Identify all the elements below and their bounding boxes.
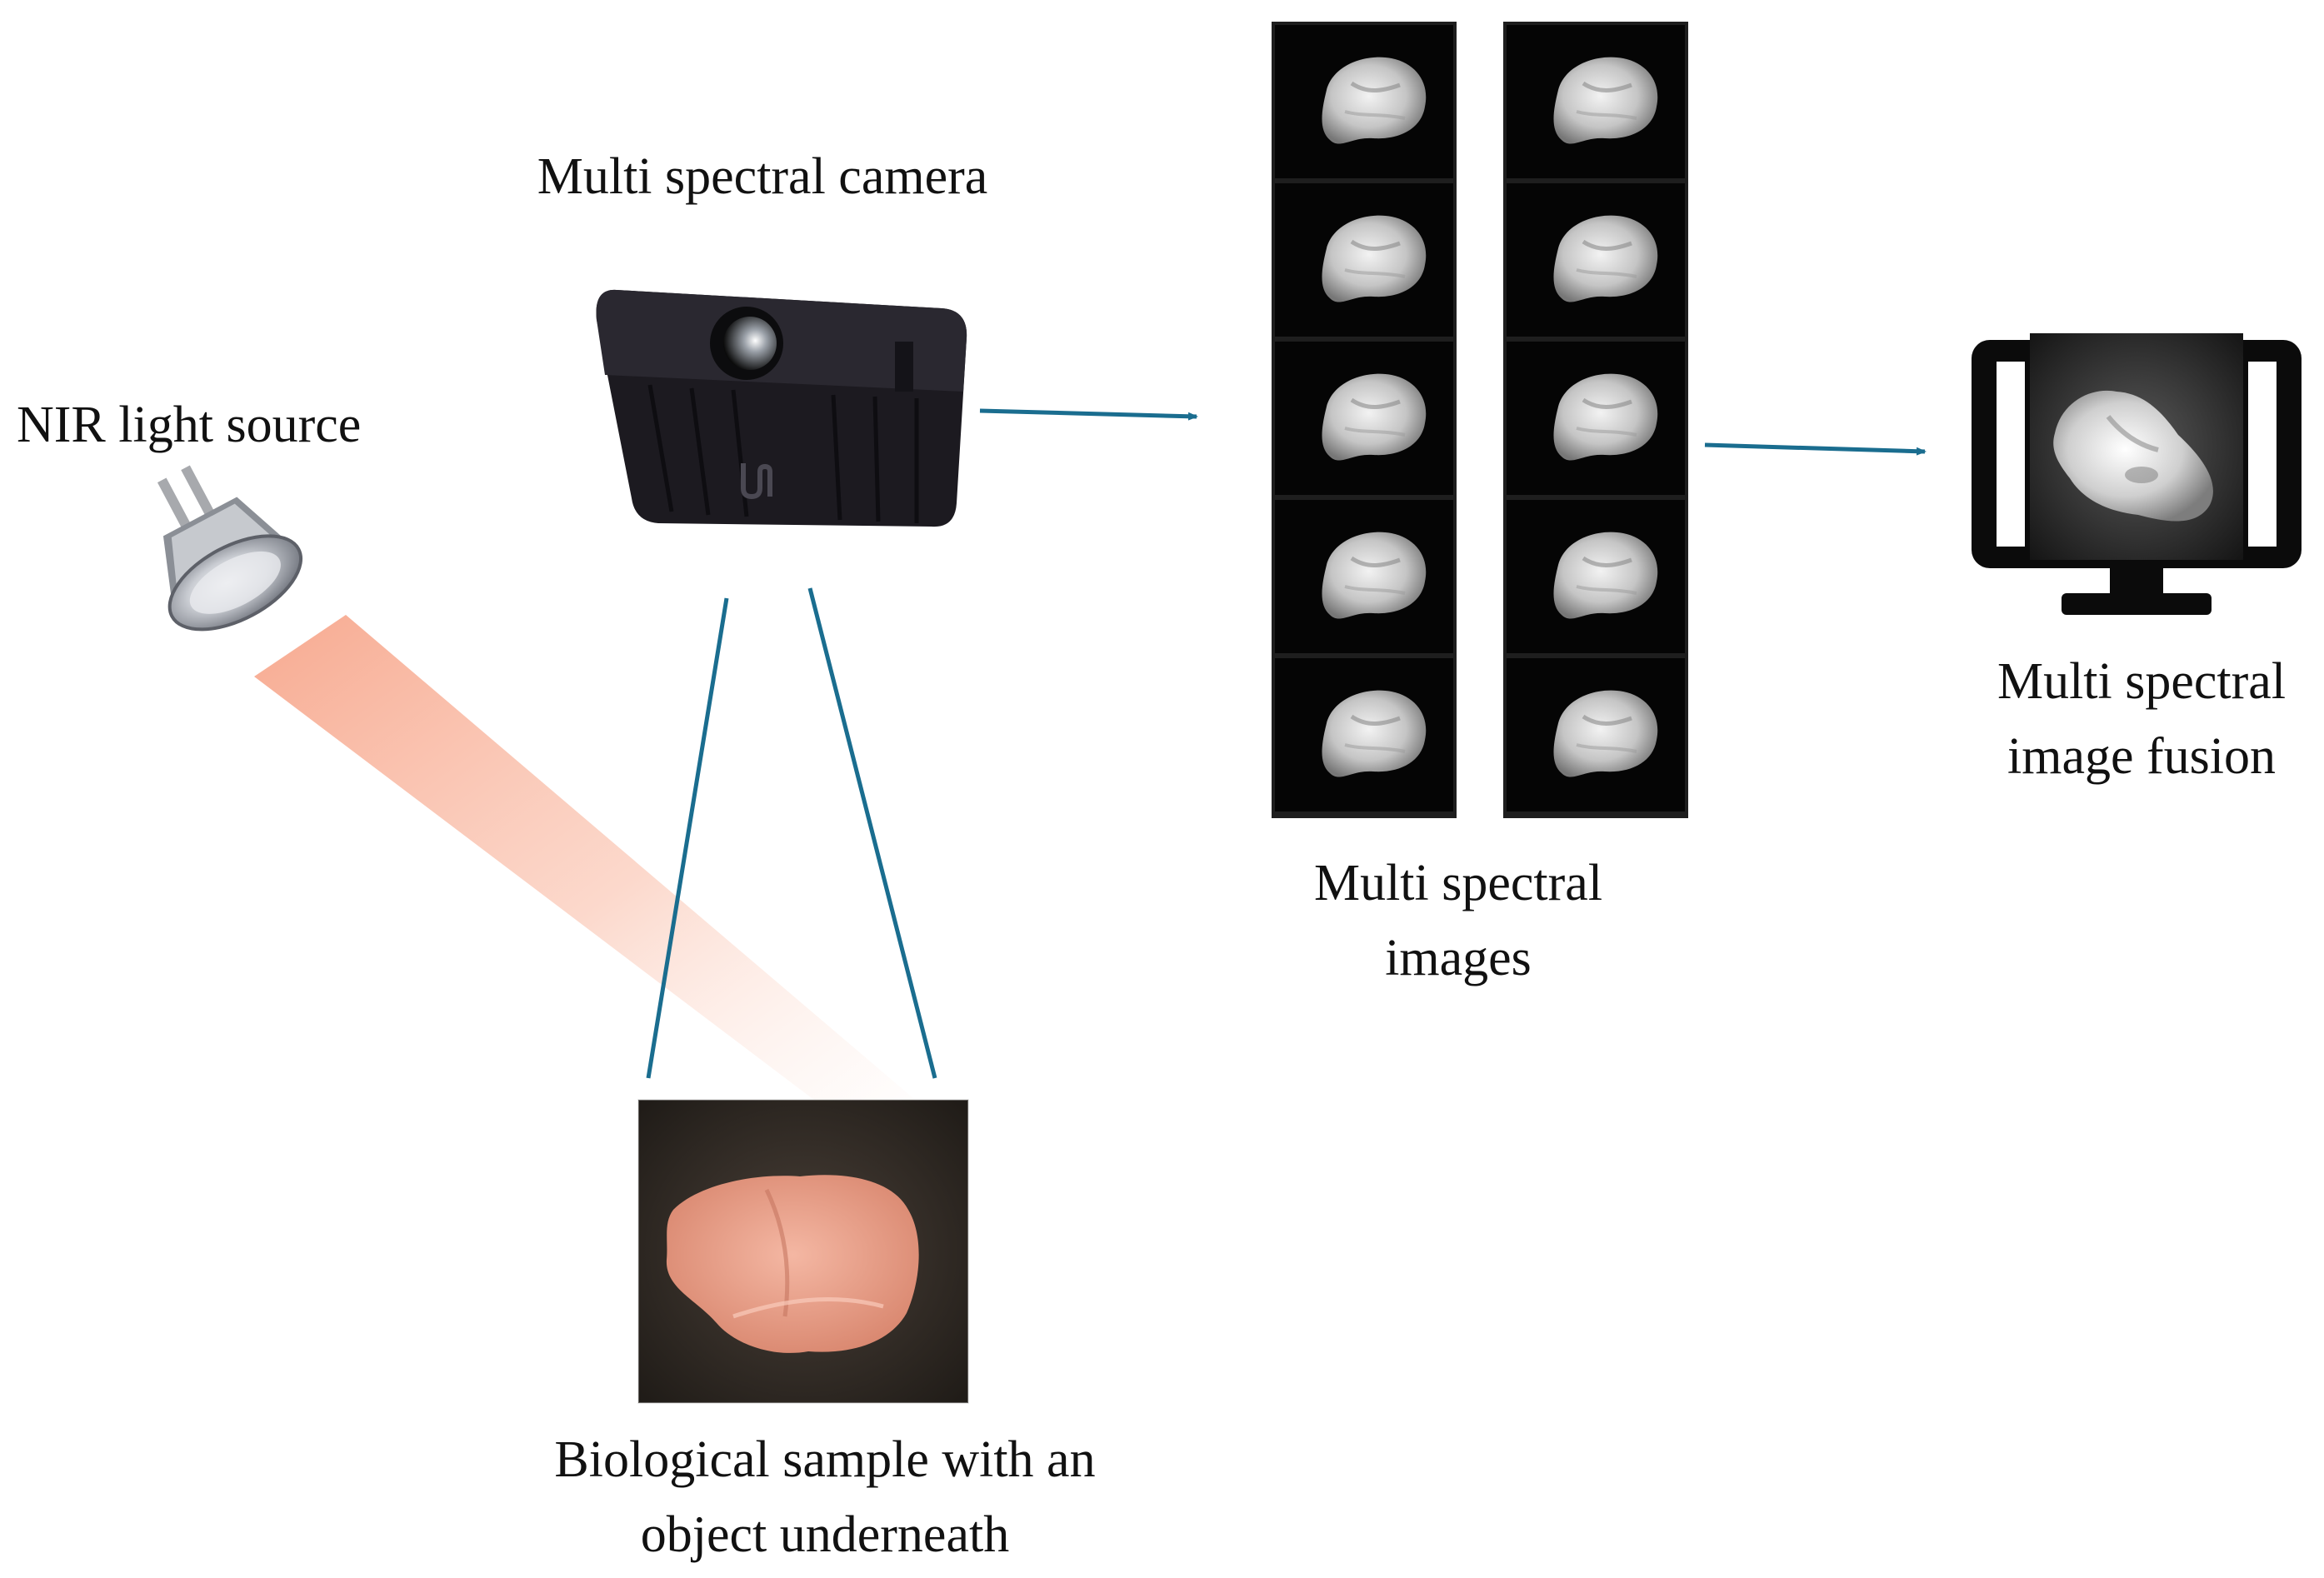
arrow-right-icon: [979, 408, 1198, 421]
tissue-sample-photo: [637, 1099, 969, 1404]
grayscale-band-image-icon: [1507, 25, 1685, 178]
fusion-label-line1: Multi spectral: [1997, 653, 2287, 710]
images-label-line1: Multi spectral: [1313, 855, 1603, 911]
grayscale-band-image-icon: [1507, 183, 1685, 337]
grayscale-band-image-icon: [1275, 658, 1453, 811]
grayscale-band-image-icon: [1507, 500, 1685, 653]
nir-light-beam: [254, 615, 925, 1108]
multispectral-camera-icon: [596, 289, 967, 527]
fused-image: [2030, 333, 2243, 560]
grayscale-band-image-icon: [1275, 25, 1453, 178]
camera-label: Multi spectral camera: [537, 148, 988, 205]
nir-light-source-label: NIR light source: [17, 397, 362, 453]
camera-view-line-right: [807, 587, 937, 1079]
monitor-icon: [1972, 333, 2302, 615]
camera-view-line-left: [646, 597, 729, 1079]
grayscale-band-image-icon: [1275, 500, 1453, 653]
image-stack-right: [1503, 22, 1688, 818]
halogen-spotlight-icon: [157, 465, 303, 632]
images-label-line2: images: [1385, 930, 1532, 986]
grayscale-band-image-icon: [1507, 658, 1685, 811]
grayscale-band-image-icon: [1275, 183, 1453, 337]
grayscale-band-image-icon: [1275, 342, 1453, 495]
image-stack-left: [1272, 22, 1457, 818]
grayscale-band-image-icon: [1507, 342, 1685, 495]
sample-label-line1: Biological sample with an: [554, 1431, 1096, 1488]
sample-label-line2: object underneath: [640, 1506, 1010, 1563]
fusion-label-line2: image fusion: [2007, 728, 2276, 785]
arrow-right-icon: [1704, 442, 1927, 456]
